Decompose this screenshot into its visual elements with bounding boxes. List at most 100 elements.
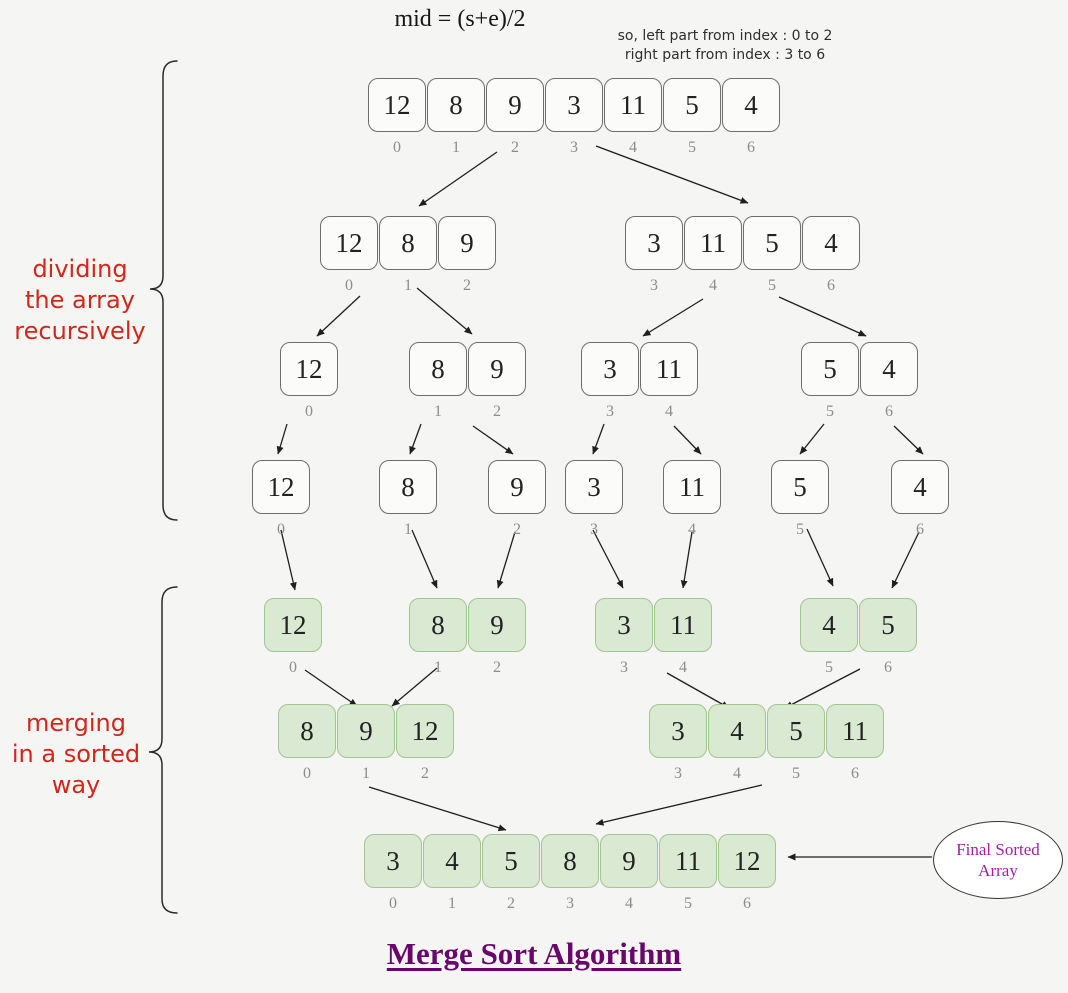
index-label: 0 [345, 277, 353, 294]
index-label: 5 [796, 521, 804, 538]
array-cell: 3 [595, 598, 653, 652]
index-label: 5 [792, 765, 800, 782]
index-label: 4 [625, 895, 633, 912]
index-label: 4 [709, 277, 717, 294]
index-label: 5 [825, 659, 833, 676]
array-cell: 8 [379, 460, 437, 514]
dividing-label-line2: the array [25, 286, 135, 314]
array-cell: 9 [468, 342, 526, 396]
index-label: 3 [566, 895, 574, 912]
array-cell: 3 [364, 834, 422, 888]
array-cell: 11 [640, 342, 698, 396]
index-label: 1 [434, 659, 442, 676]
array-cell: 11 [826, 704, 884, 758]
merging-label: merging in a sorted way [0, 708, 152, 801]
index-label: 4 [679, 659, 687, 676]
index-label: 0 [303, 765, 311, 782]
index-label: 2 [493, 659, 501, 676]
array-cell: 11 [684, 216, 742, 270]
index-label: 3 [674, 765, 682, 782]
index-label: 3 [650, 277, 658, 294]
array-cell: 4 [708, 704, 766, 758]
final-sorted-array-callout: Final Sorted Array [933, 821, 1063, 899]
array-cell: 4 [802, 216, 860, 270]
array-cell: 9 [438, 216, 496, 270]
array-cell: 12 [280, 342, 338, 396]
array-cell: 11 [659, 834, 717, 888]
array-cell: 12 [396, 704, 454, 758]
array-cell: 4 [891, 460, 949, 514]
array-cell: 5 [859, 598, 917, 652]
array-cell: 9 [488, 460, 546, 514]
index-label: 6 [884, 659, 892, 676]
index-label: 5 [826, 403, 834, 420]
dividing-label-line3: recursively [14, 317, 146, 345]
index-label: 0 [277, 521, 285, 538]
array-cell: 12 [252, 460, 310, 514]
array-cell: 3 [581, 342, 639, 396]
index-label: 2 [511, 139, 519, 156]
index-label: 6 [851, 765, 859, 782]
index-label: 2 [463, 277, 471, 294]
array-cell: 12 [368, 78, 426, 132]
array-cell: 8 [409, 342, 467, 396]
dividing-label: dividing the array recursively [4, 254, 156, 347]
split-note: so, left part from index : 0 to 2 right … [575, 27, 875, 65]
array-cell: 5 [771, 460, 829, 514]
index-label: 5 [768, 277, 776, 294]
array-cell: 9 [486, 78, 544, 132]
index-label: 0 [289, 659, 297, 676]
dividing-label-line1: dividing [32, 255, 128, 283]
array-cell: 5 [743, 216, 801, 270]
array-cell: 9 [468, 598, 526, 652]
final-callout-line2: Array [978, 861, 1018, 880]
merging-label-line2: in a sorted [11, 740, 141, 768]
array-cell: 9 [600, 834, 658, 888]
index-label: 3 [570, 139, 578, 156]
index-label: 4 [688, 521, 696, 538]
array-cell: 8 [541, 834, 599, 888]
index-label: 3 [606, 403, 614, 420]
index-label: 2 [493, 403, 501, 420]
array-cell: 5 [801, 342, 859, 396]
merging-label-line1: merging [26, 709, 126, 737]
diagram-title: Merge Sort Algorithm [386, 936, 682, 971]
index-label: 1 [404, 521, 412, 538]
split-note-line2: right part from index : 3 to 6 [624, 47, 826, 63]
array-cell: 5 [482, 834, 540, 888]
array-cell: 4 [860, 342, 918, 396]
index-label: 0 [305, 403, 313, 420]
index-label: 2 [513, 521, 521, 538]
index-label: 2 [421, 765, 429, 782]
index-label: 1 [448, 895, 456, 912]
array-cell: 5 [767, 704, 825, 758]
array-cell: 12 [264, 598, 322, 652]
index-label: 1 [404, 277, 412, 294]
index-label: 5 [684, 895, 692, 912]
array-cell: 11 [604, 78, 662, 132]
array-cell: 12 [718, 834, 776, 888]
array-cell: 8 [379, 216, 437, 270]
array-cell: 4 [800, 598, 858, 652]
index-label: 1 [362, 765, 370, 782]
index-label: 5 [688, 139, 696, 156]
index-label: 4 [665, 403, 673, 420]
array-cell: 9 [337, 704, 395, 758]
